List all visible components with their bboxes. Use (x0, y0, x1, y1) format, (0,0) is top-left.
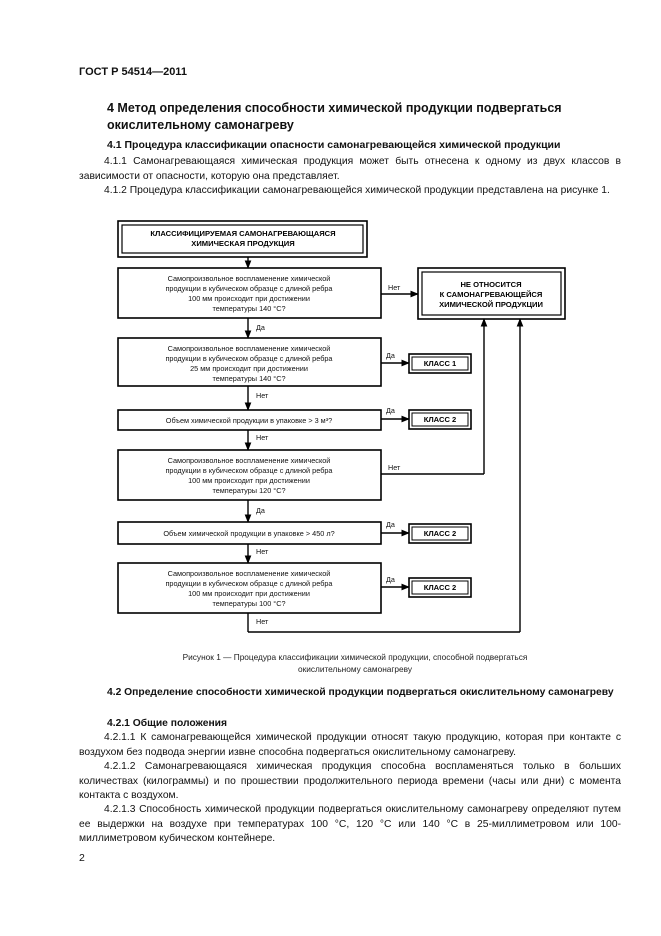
class-2-box-b: КЛАСС 2 (408, 523, 472, 544)
q6-yes-label: Да (386, 575, 395, 584)
svg-text:продукции в кубическом образце: продукции в кубическом образце с длиной … (165, 284, 333, 293)
svg-text:температуры 120 °С?: температуры 120 °С? (212, 486, 285, 495)
start-line-1: КЛАССИФИЦИРУЕМАЯ САМОНАГРЕВАЮЩАЯСЯ (150, 229, 335, 238)
section-4-1-title: 4.1 Процедура классификации опасности са… (107, 139, 561, 151)
svg-text:температуры 100 °С?: температуры 100 °С? (212, 599, 285, 608)
q5-yes-label: Да (386, 520, 395, 529)
question-6-box: Самопроизвольное воспламенение химическо… (117, 562, 382, 614)
svg-text:КЛАСС 2: КЛАСС 2 (424, 529, 457, 538)
svg-text:продукции в кубическом образце: продукции в кубическом образце с длиной … (165, 466, 333, 475)
svg-text:К САМОНАГРЕВАЮЩЕЙСЯ: К САМОНАГРЕВАЮЩЕЙСЯ (440, 290, 543, 299)
svg-text:КЛАСС 1: КЛАСС 1 (424, 359, 457, 368)
svg-text:Самопроизвольное воспламенение: Самопроизвольное воспламенение химическо… (168, 569, 331, 578)
not-related-box: НЕ ОТНОСИТСЯ К САМОНАГРЕВАЮЩЕЙСЯ ХИМИЧЕС… (417, 267, 566, 320)
svg-text:КЛАСС 2: КЛАСС 2 (424, 415, 457, 424)
svg-text:продукции в кубическом образце: продукции в кубическом образце с длиной … (165, 354, 333, 363)
q5-no-label: Нет (256, 547, 269, 556)
paragraph-4-2-1-1: 4.2.1.1 К самонагревающейся химической п… (79, 732, 621, 758)
svg-text:продукции в кубическом образце: продукции в кубическом образце с длиной … (165, 579, 333, 588)
svg-text:Объем химической продукции в у: Объем химической продукции в упаковке > … (163, 529, 334, 538)
svg-text:КЛАСС 2: КЛАСС 2 (424, 583, 457, 592)
paragraph-4-1-1: 4.1.1 Самонагревающаяся химическая проду… (79, 156, 621, 182)
q1-no-label: Нет (388, 283, 401, 292)
q6-no-label: Нет (256, 617, 269, 626)
svg-text:100 мм происходит при достижен: 100 мм происходит при достижении (188, 294, 310, 303)
question-2-box: Самопроизвольное воспламенение химическо… (117, 337, 382, 387)
section-4-2-1-title: 4.2.1 Общие положения (107, 718, 227, 729)
question-4-box: Самопроизвольное воспламенение химическо… (117, 449, 382, 501)
class-2-box-a: КЛАСС 2 (408, 409, 472, 430)
paragraph-4-2-1-3: 4.2.1.3 Способность химической продукции… (79, 804, 621, 844)
standard-number: ГОСТ Р 54514—2011 (79, 66, 187, 78)
q4-yes-label: Да (256, 506, 265, 515)
svg-text:Самопроизвольное воспламенение: Самопроизвольное воспламенение химическо… (168, 456, 331, 465)
q2-yes-label: Да (386, 351, 395, 360)
svg-text:100 мм происходит при достижен: 100 мм происходит при достижении (188, 476, 310, 485)
start-line-2: ХИМИЧЕСКАЯ ПРОДУКЦИЯ (191, 239, 294, 248)
q4-no-label: Нет (388, 463, 401, 472)
q3-yes-label: Да (386, 406, 395, 415)
svg-text:25 мм происходит при достижени: 25 мм происходит при достижении (190, 364, 308, 373)
paragraph-4-2-1-2: 4.2.1.2 Самонагревающаяся химическая про… (79, 761, 621, 801)
svg-text:температуры 140 °С?: температуры 140 °С? (212, 304, 285, 313)
figure-caption: Рисунок 1 — Процедура классификации хими… (182, 652, 528, 674)
svg-text:Объем химической продукции в у: Объем химической продукции в упаковке > … (166, 416, 332, 425)
q1-yes-label: Да (256, 323, 265, 332)
svg-text:НЕ ОТНОСИТСЯ: НЕ ОТНОСИТСЯ (460, 280, 521, 289)
svg-text:Самопроизвольное воспламенение: Самопроизвольное воспламенение химическо… (168, 344, 331, 353)
svg-text:100 мм происходит при достижен: 100 мм происходит при достижении (188, 589, 310, 598)
svg-text:Самопроизвольное воспламенение: Самопроизвольное воспламенение химическо… (168, 274, 331, 283)
paragraph-4-1-2: 4.1.2 Процедура классификации самонагрев… (104, 185, 610, 196)
q3-no-label: Нет (256, 433, 269, 442)
question-5-box: Объем химической продукции в упаковке > … (117, 521, 382, 545)
q2-no-label: Нет (256, 391, 269, 400)
svg-text:ХИМИЧЕСКОЙ ПРОДУКЦИИ: ХИМИЧЕСКОЙ ПРОДУКЦИИ (439, 300, 543, 309)
section-4-title: 4 Метод определения способности химическ… (107, 101, 562, 132)
start-box: КЛАССИФИЦИРУЕМАЯ САМОНАГРЕВАЮЩАЯСЯ ХИМИЧ… (117, 220, 368, 258)
section-4-2-title: 4.2 Определение способности химической п… (107, 687, 614, 698)
page-number: 2 (79, 852, 85, 864)
question-3-box: Объем химической продукции в упаковке > … (117, 409, 382, 431)
class-1-box-a: КЛАСС 1 (408, 353, 472, 374)
class-2-box-c: КЛАСС 2 (408, 577, 472, 598)
question-1-box: Самопроизвольное воспламенение химическо… (117, 267, 382, 319)
svg-text:температуры 140 °С?: температуры 140 °С? (212, 374, 285, 383)
